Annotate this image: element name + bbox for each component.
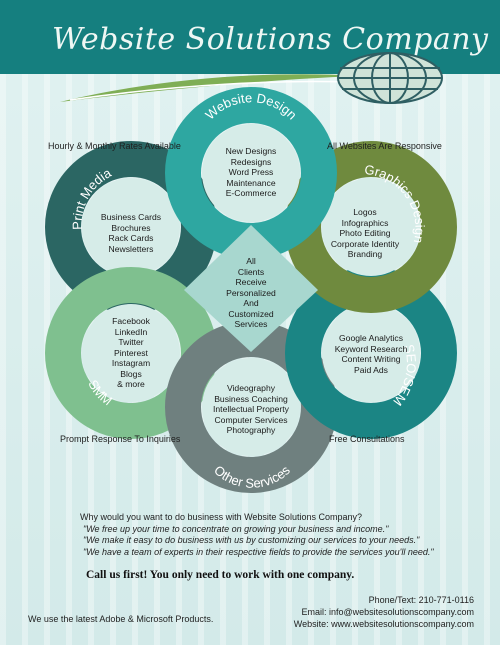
list-item: Maintenance: [226, 177, 276, 188]
list-graphics-design: Logos Infographics Photo Editing Corpora…: [305, 207, 425, 260]
globe-icon: [337, 52, 443, 104]
list-item: Blogs: [120, 368, 142, 379]
quote: "We free up your time to concentrate on …: [83, 523, 389, 534]
why-question: Why would you want to do business with W…: [80, 512, 362, 522]
list-item: Newsletters: [108, 243, 154, 254]
list-item: Facebook: [112, 316, 150, 326]
list-item: Business Coaching: [214, 393, 288, 404]
list-item: Pinterest: [114, 347, 148, 358]
list-item: Word Press: [228, 167, 274, 177]
list-item: Business Cards: [100, 212, 162, 222]
quote: "We make it easy to do business with us …: [83, 535, 420, 545]
services-rings: Website Design Graphics Design SEO/SEM O…: [45, 87, 457, 493]
note-prompt-response: Prompt Response To Inquiries: [60, 434, 181, 444]
center-text: All Clients Receive Personalized And Cus…: [226, 256, 276, 329]
list-item: E-Commerce: [225, 188, 277, 198]
swoosh-decoration: [60, 74, 360, 102]
note-free-consultations: Free Consultations: [329, 434, 405, 444]
list-smm: Facebook LinkedIn Twitter Pinterest Inst…: [91, 316, 171, 390]
center-hub: [184, 225, 318, 352]
note-responsive: All Websites Are Responsive: [327, 141, 442, 151]
list-item: Paid Ads: [354, 364, 388, 375]
list-item: Videography: [226, 383, 276, 393]
list-item: Photo Editing: [339, 228, 391, 238]
phone-text: Phone/Text: 210-771-0116: [368, 595, 474, 605]
list-item: Computer Services: [214, 414, 288, 425]
list-item: Content Writing: [341, 354, 401, 364]
why-section: Why would you want to do business with W…: [80, 512, 480, 558]
list-item: Logos: [353, 207, 377, 217]
list-other-services: Videography Business Coaching Intellectu…: [191, 383, 311, 436]
list-print-media: Business Cards Brochures Rack Cards News…: [86, 212, 176, 254]
list-item: Twitter: [118, 337, 144, 347]
list-item: Corporate Identity: [330, 238, 400, 249]
list-item: New Designs: [225, 146, 277, 156]
contact-info: Phone/Text: 210-771-0116 Email: info@web…: [294, 594, 474, 630]
list-item: Photography: [226, 425, 276, 435]
products-note: We use the latest Adobe & Microsoft Prod…: [28, 614, 214, 624]
company-title: Website Solutions Company: [52, 22, 489, 57]
email-text: Email: info@websitesolutionscompany.com: [301, 607, 474, 617]
call-to-action: Call us first! You only need to work wit…: [86, 569, 355, 581]
list-item: Google Analytics: [338, 333, 403, 343]
quote: "We have a team of experts in their resp…: [83, 546, 434, 557]
list-item: Infographics: [341, 217, 389, 228]
list-item: Instagram: [111, 358, 151, 368]
list-item: & more: [117, 379, 145, 389]
list-item: Brochures: [111, 222, 151, 233]
list-item: Rack Cards: [108, 233, 154, 243]
note-hourly-rates: Hourly & Monthly Rates Available: [48, 141, 181, 151]
list-seo-sem: Google Analytics Keyword Research Conten…: [311, 333, 431, 375]
list-item: Intellectual Property: [213, 404, 289, 414]
list-item: Keyword Research: [334, 343, 408, 354]
list-item: Branding: [347, 249, 383, 259]
website-text: Website: www.websitesolutionscompany.com: [293, 619, 474, 629]
list-item: Redesigns: [230, 156, 272, 167]
list-website-design: New Designs Redesigns Word Press Mainten…: [191, 146, 311, 199]
list-item: LinkedIn: [114, 326, 148, 337]
